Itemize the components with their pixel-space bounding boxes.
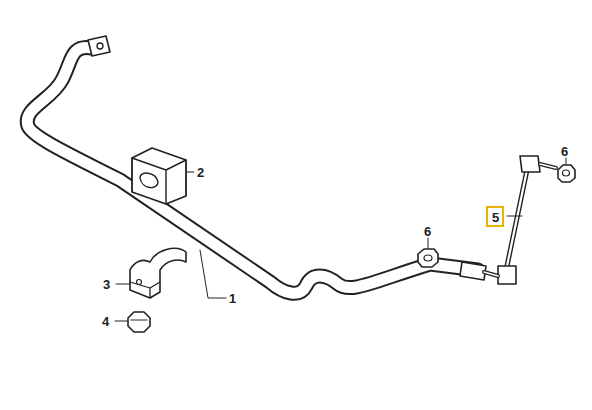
stabilizer-bar [27,47,478,293]
hex-nut [558,165,575,182]
leader-line [428,238,429,248]
bar-end-hole [97,43,103,49]
link-rod [507,170,527,266]
callout-number: 3 [103,278,110,291]
callout-number: 6 [424,225,431,238]
callout-number: 4 [102,315,109,328]
bottom-stud-inner [484,272,498,276]
bar-end-eye [460,262,486,280]
hex-nut [128,312,150,332]
leader-line [115,321,127,322]
leader-line [507,216,522,217]
link-rod-inner [507,170,527,266]
callout-number: 1 [229,292,236,305]
bracket-hole [137,280,142,285]
nut-bore [424,255,432,261]
stabilizer-bar-inner [27,47,478,293]
rubber-bushing-face [132,158,186,204]
bushing-bracket [130,248,186,298]
ball-joint-bottom [498,266,516,284]
bracket-flange [130,282,160,298]
rubber-bushing [132,148,186,204]
ball-joint-top [520,156,540,172]
callout-number: 6 [561,145,568,158]
leader-line [566,158,567,164]
highlighted-callout: 5 [486,206,504,227]
bottom-stud [484,272,498,276]
leader-line [116,284,130,285]
leader-line [200,250,226,298]
hex-nut [418,249,438,267]
callout-number: 5 [492,211,498,224]
top-stud [540,164,556,168]
leader-line [187,172,194,173]
bar-end-eye [88,36,110,56]
nut-bore [563,170,570,176]
callout-number: 2 [197,166,204,179]
hex-nut-flange [131,319,147,320]
bushing-bore [140,173,158,188]
top-stud-inner [540,164,556,168]
